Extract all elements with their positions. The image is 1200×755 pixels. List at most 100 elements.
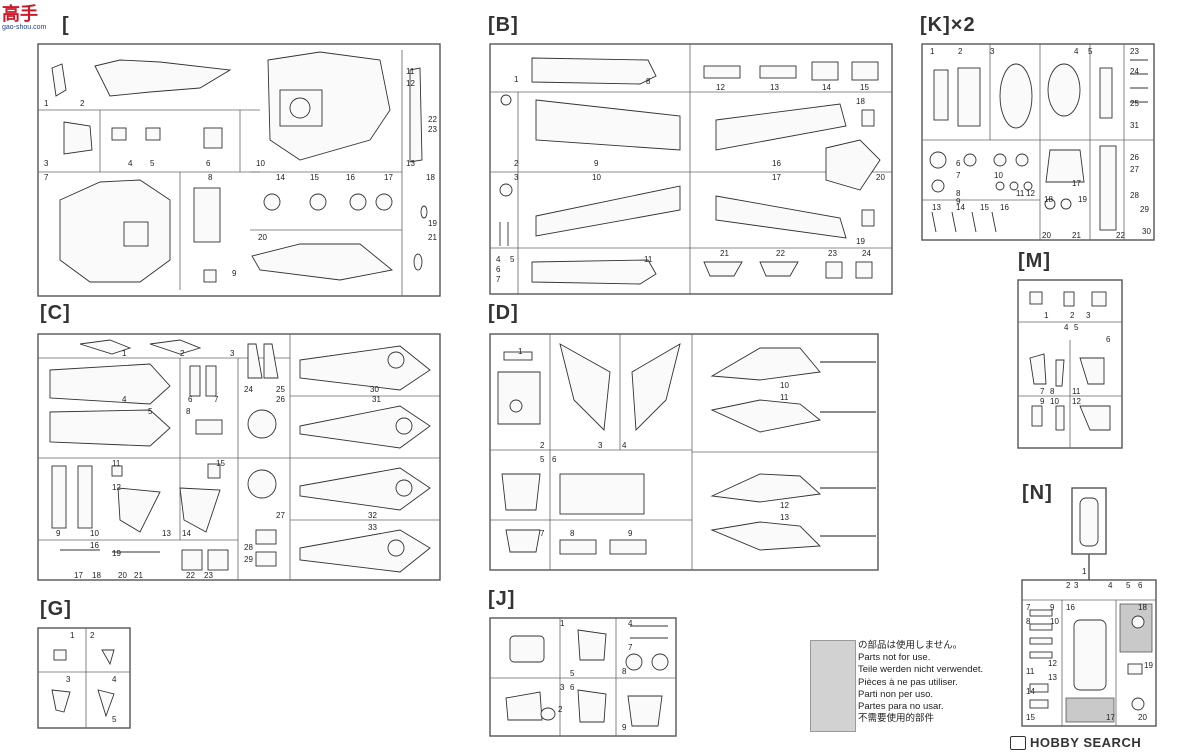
- part-number-n-11: 11: [1026, 667, 1035, 676]
- part-number-b-15: 15: [860, 83, 869, 92]
- part-number-m-10: 10: [1050, 397, 1059, 406]
- part-number-b-7: 7: [496, 275, 501, 284]
- part-number-k-14: 14: [956, 203, 965, 212]
- part-number-m-11: 11: [1072, 387, 1081, 396]
- part-number-c-11: 11: [112, 459, 121, 468]
- part-number-c-30: 30: [370, 385, 379, 394]
- part-number-c-33: 33: [368, 523, 377, 532]
- part-number-n-20: 20: [1138, 713, 1147, 722]
- part-number-c-32: 32: [368, 511, 377, 520]
- part-number-j-1: 1: [560, 619, 565, 628]
- part-number-n-16: 16: [1066, 603, 1075, 612]
- part-number-c-2: 2: [180, 349, 185, 358]
- part-number-d-11: 11: [780, 393, 789, 402]
- part-number-a-4: 4: [128, 159, 133, 168]
- part-number-g-5: 5: [112, 715, 117, 724]
- part-number-k-6: 6: [956, 159, 961, 168]
- part-number-j-5: 5: [570, 669, 575, 678]
- part-number-j-8: 8: [622, 667, 627, 676]
- part-number-b-5: 5: [510, 255, 515, 264]
- part-number-b-14: 14: [822, 83, 831, 92]
- part-number-k-16: 16: [1000, 203, 1009, 212]
- hobby-search-watermark: HOBBY SEARCH: [1010, 735, 1141, 750]
- part-number-m-5: 5: [1074, 323, 1079, 332]
- sprue-label-n: [N]: [1022, 482, 1053, 504]
- part-number-c-7: 7: [214, 395, 219, 404]
- part-number-c-10: 10: [90, 529, 99, 538]
- part-number-b-20: 20: [876, 173, 885, 182]
- part-number-m-8: 8: [1050, 387, 1055, 396]
- sprue-j: [489, 617, 677, 737]
- legend-line-ja: の部品は使用しません。: [858, 640, 963, 651]
- part-number-g-4: 4: [112, 675, 117, 684]
- part-number-g-2: 2: [90, 631, 95, 640]
- unused-parts-swatch: [810, 640, 856, 732]
- legend-line-zh: 不需要使用的部件: [858, 713, 935, 725]
- part-number-c-18: 18: [92, 571, 101, 580]
- part-number-k-7: 7: [956, 171, 961, 180]
- part-number-d-10: 10: [780, 381, 789, 390]
- part-number-k-15: 15: [980, 203, 989, 212]
- part-number-m-3: 3: [1086, 311, 1091, 320]
- part-number-k-22: 22: [1116, 231, 1125, 240]
- part-number-c-19: 19: [112, 549, 121, 558]
- part-number-b-21: 21: [720, 249, 729, 258]
- part-number-k-5: 5: [1088, 47, 1093, 56]
- legend-line-fr: Pièces à ne pas utiliser.: [858, 676, 958, 688]
- part-number-b-10: 10: [592, 173, 601, 182]
- part-number-k-23: 23: [1130, 47, 1139, 56]
- part-number-n-3: 3: [1074, 581, 1079, 590]
- part-number-n-12: 12: [1048, 659, 1057, 668]
- part-number-d-9: 9: [628, 529, 633, 538]
- part-number-c-13: 13: [162, 529, 171, 538]
- logo-title: 高手: [2, 4, 38, 25]
- part-number-n-15: 15: [1026, 713, 1035, 722]
- part-number-a-5: 5: [150, 159, 155, 168]
- part-number-a-1: 1: [44, 99, 49, 108]
- part-number-a-10: 10: [256, 159, 265, 168]
- part-number-n-5: 5: [1126, 581, 1131, 590]
- part-number-c-27: 27: [276, 511, 285, 520]
- part-number-c-9: 9: [56, 529, 61, 538]
- part-number-n-10: 10: [1050, 617, 1059, 626]
- part-number-j-4: 4: [628, 619, 633, 628]
- part-number-c-6: 6: [188, 395, 193, 404]
- part-number-a-23: 23: [428, 125, 437, 134]
- part-number-m-12: 12: [1072, 397, 1081, 406]
- part-number-k-10: 10: [994, 171, 1003, 180]
- sprue-label-d: [D]: [488, 302, 519, 324]
- part-number-k-26: 26: [1130, 153, 1139, 162]
- part-number-k-18: 18: [1044, 195, 1053, 204]
- sprue-c: [37, 333, 441, 581]
- sprue-g: [37, 627, 131, 729]
- part-number-n-8: 8: [1026, 617, 1031, 626]
- part-number-j-6: 6: [570, 683, 575, 692]
- part-number-c-28: 28: [244, 543, 253, 552]
- part-number-k-11: 11: [1016, 189, 1025, 198]
- part-number-d-5: 5: [540, 455, 545, 464]
- legend-line-en: Parts not for use.: [858, 652, 931, 664]
- part-number-k-1: 1: [930, 47, 935, 56]
- part-number-c-24: 24: [244, 385, 253, 394]
- part-number-c-12: 12: [112, 483, 121, 492]
- part-number-b-16: 16: [772, 159, 781, 168]
- part-number-k-25: 25: [1130, 99, 1139, 108]
- unused-parts-legend: の部品は使用しません。 Parts not for use. Teile wer…: [858, 640, 983, 725]
- part-number-b-8: 8: [646, 77, 651, 86]
- part-number-b-13: 13: [770, 83, 779, 92]
- part-number-d-12: 12: [780, 501, 789, 510]
- part-number-n-9: 9: [1050, 603, 1055, 612]
- part-number-c-31: 31: [372, 395, 381, 404]
- sprue-n: [1021, 487, 1157, 727]
- part-number-m-9: 9: [1040, 397, 1045, 406]
- part-number-m-7: 7: [1040, 387, 1045, 396]
- part-number-c-21: 21: [134, 571, 143, 580]
- part-number-k-31: 31: [1130, 121, 1139, 130]
- part-number-b-18: 18: [856, 97, 865, 106]
- part-number-b-23: 23: [828, 249, 837, 258]
- part-number-a-20: 20: [258, 233, 267, 242]
- legend-line-it: Parti non per uso.: [858, 688, 933, 700]
- sprue-label-c: [C]: [40, 302, 71, 324]
- part-number-k-21: 21: [1072, 231, 1081, 240]
